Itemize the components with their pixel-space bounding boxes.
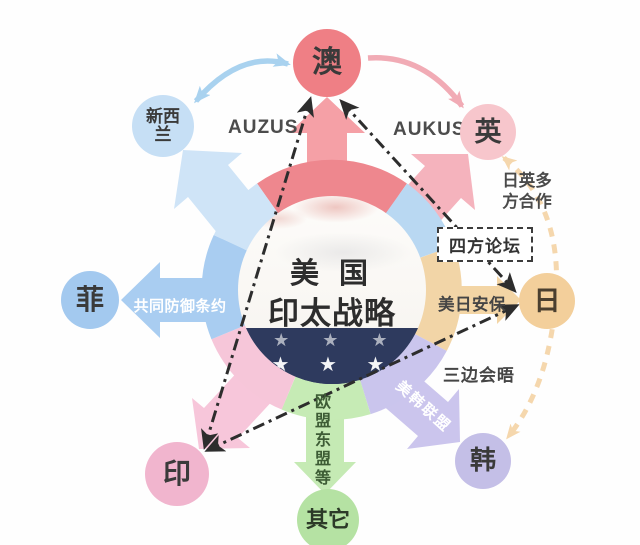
quad-forum-label: 四方论坛: [449, 237, 521, 256]
node-others: 其它: [297, 489, 359, 545]
arc-nz-australia: [193, 53, 291, 104]
node-philippines-label: 菲: [75, 284, 104, 316]
trilateral-meeting-label: 三边会晤: [443, 366, 515, 385]
node-japan: 日: [519, 273, 575, 329]
node-australia-label: 澳: [312, 46, 342, 80]
auzus-label: AUZUS: [228, 117, 299, 138]
node-others-label: 其它: [305, 507, 350, 533]
quad-line-australia-japan: [339, 99, 517, 293]
node-india: 印: [145, 442, 209, 506]
node-australia: 澳: [293, 29, 361, 97]
node-philippines: 菲: [61, 271, 119, 329]
us-japan-security-label: 美日安保: [438, 296, 506, 314]
japan-uk-cooperation-label: 日英多方合作: [502, 172, 552, 211]
node-india-label: 印: [162, 458, 191, 490]
mutual-defense-treaty-label: 共同防御条约: [133, 298, 227, 315]
quad-forum-box: 四方论坛: [437, 227, 533, 262]
node-uk: 英: [460, 104, 516, 160]
node-japan-label: 日: [533, 285, 561, 316]
arc-australia-uk: [367, 54, 465, 109]
aukus-label: AUKUS: [393, 119, 466, 140]
node-new-zealand: 新西兰: [132, 95, 194, 157]
node-korea-label: 韩: [469, 445, 496, 476]
node-new-zealand-label: 新西兰: [146, 107, 180, 144]
node-korea: 韩: [455, 433, 511, 489]
quad-line-india-australia: [201, 96, 314, 450]
arc-uk-japan-korea: [501, 156, 560, 440]
quad-line-india-japan: [204, 304, 520, 452]
eu-asean-etc-label: 欧盟东盟等: [312, 393, 329, 488]
node-uk-label: 英: [474, 116, 502, 147]
